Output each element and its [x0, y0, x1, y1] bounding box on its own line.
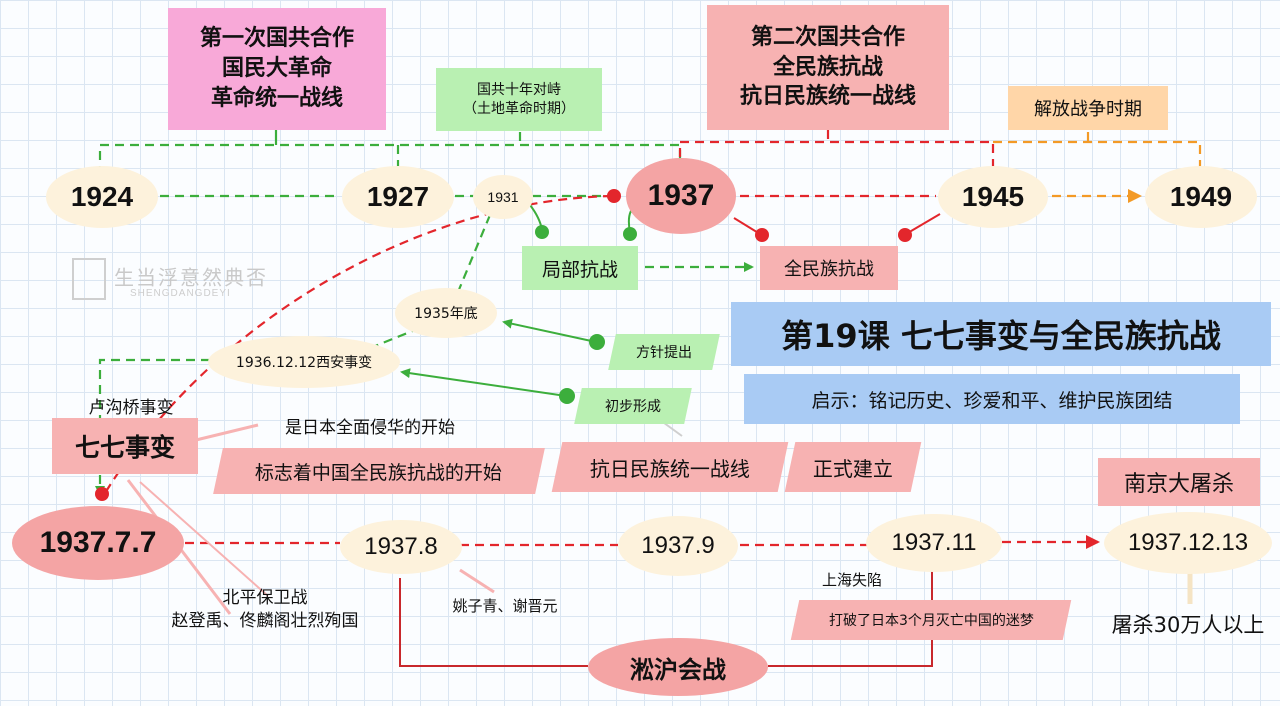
beiping-defense-note: 北平保卫战 赵登禹、佟麟阁壮烈殉国	[171, 588, 359, 631]
year-1924: 1924	[46, 166, 158, 228]
date-1937-8: 1937.8	[340, 520, 462, 574]
marco-polo-bridge-label: 卢沟桥事变	[88, 397, 174, 418]
songhu-battle-box: 淞沪会战	[588, 638, 768, 696]
policy-proposed-tag: 方针提出	[608, 334, 720, 370]
date-1937-12-13: 1937.12.13	[1104, 512, 1272, 574]
year-1949: 1949	[1145, 166, 1257, 228]
bracket-1924-1927	[98, 143, 682, 175]
nanjing-massacre-box: 南京大屠杀	[1098, 458, 1260, 506]
july7-meaning-1: 是日本全面侵华的开始	[285, 417, 455, 438]
watermark-sub: SHENGDANGDEYI	[130, 288, 231, 299]
lesson-insight: 启示：铭记历史、珍爱和平、维护民族团结	[744, 374, 1240, 424]
shanghai-fall-note: 上海失陷	[821, 570, 882, 589]
full-resistance-box: 全民族抗战	[760, 246, 898, 290]
bracket-1945-1949	[993, 140, 1202, 170]
event-xian-incident: 1936.12.12西安事变	[208, 336, 400, 388]
watermark: 生当浮意然典否 SHENGDANGDEYI	[72, 258, 268, 300]
local-resistance-box: 局部抗战	[522, 246, 638, 290]
year-1937: 1937	[626, 158, 736, 234]
july7-meaning-2: 标志着中国全民族抗战的开始	[213, 448, 545, 494]
first-coop-box: 第一次国共合作 国民大革命 革命统一战线	[168, 8, 386, 130]
year-1927: 1927	[342, 166, 454, 228]
date-1937-9: 1937.9	[618, 516, 738, 576]
lesson-title: 第19课 七七事变与全民族抗战	[731, 302, 1271, 366]
event-1935: 1935年底	[395, 288, 497, 338]
formally-established-box: 正式建立	[784, 442, 922, 492]
united-front-box: 抗日民族统一战线	[551, 442, 789, 492]
bracket-1937-1945	[678, 140, 995, 172]
initial-formation-tag: 初步形成	[574, 388, 692, 424]
seal-icon	[72, 258, 106, 300]
july7-incident-box: 七七事变	[52, 418, 198, 474]
date-1937-7-7: 1937.7.7	[12, 506, 184, 580]
dream-broken-box: 打破了日本3个月灭亡中国的迷梦	[790, 600, 1072, 640]
ten-years-box: 国共十年对峙 （土地革命时期）	[436, 68, 602, 131]
liberation-box: 解放战争时期	[1008, 86, 1168, 130]
massacre-note: 屠杀30万人以上	[1111, 613, 1265, 637]
date-1937-11: 1937.11	[866, 514, 1002, 572]
year-1931: 1931	[473, 175, 533, 219]
generals-note: 姚子青、谢晋元	[452, 596, 558, 615]
year-1945: 1945	[938, 166, 1048, 228]
second-coop-box: 第二次国共合作 全民族抗战 抗日民族统一战线	[707, 5, 949, 130]
